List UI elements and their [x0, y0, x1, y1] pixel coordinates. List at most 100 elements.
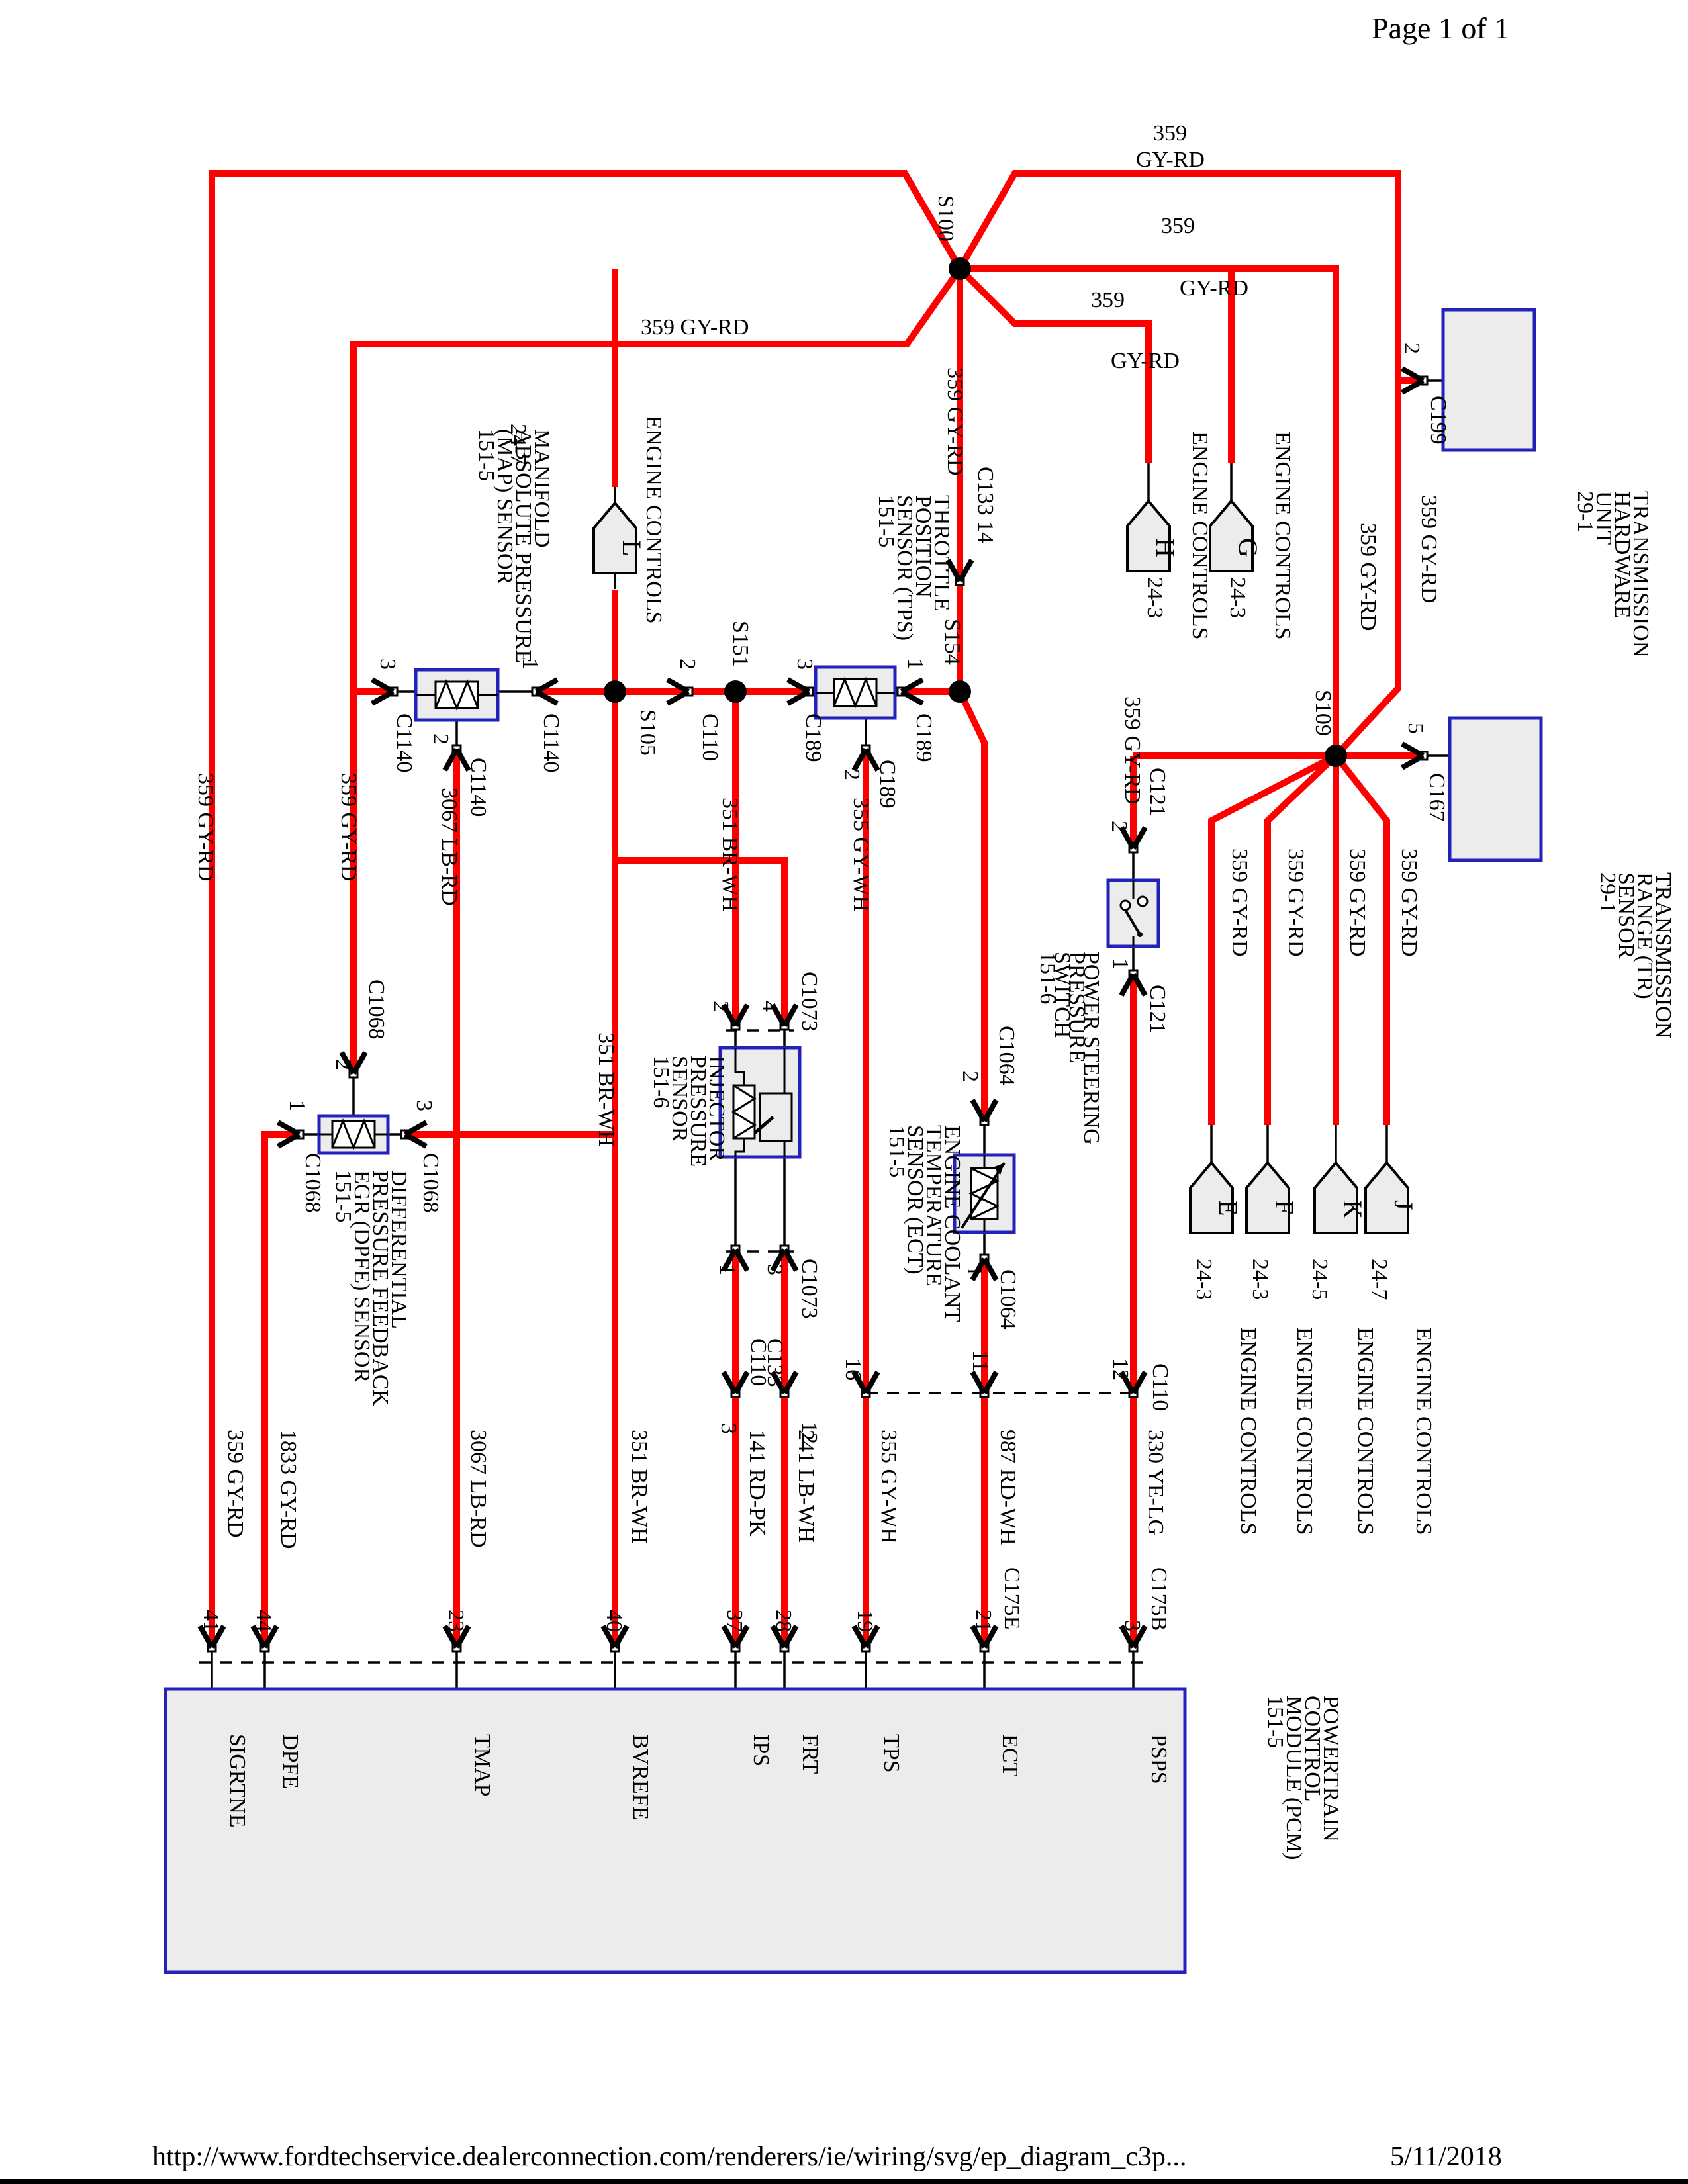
label-gy-rd: GY-RD [1180, 276, 1248, 300]
label-3: 3 [1120, 1620, 1145, 1631]
offpage-connector-letter: L [617, 540, 647, 556]
label-dpfe: DPFE [278, 1734, 303, 1789]
connector-arrow [851, 1371, 880, 1398]
label-151-5: 151-5 [474, 429, 498, 481]
connector-arrow-arm [600, 1625, 618, 1649]
footer-source-url[interactable]: http://www.fordtechservice.dealerconnect… [152, 2142, 1186, 2172]
label-c133-14: C133 14 [973, 467, 998, 543]
connector-arrow-arm [982, 1371, 999, 1394]
label-1: 1 [962, 1265, 987, 1277]
connector-arrow-arm [1131, 826, 1148, 850]
label-359-gy-rd: 359 GY-RD [193, 773, 218, 881]
label-transmission: TRANSMISSION [1651, 872, 1675, 1038]
connector-arrow-arm [970, 1257, 987, 1281]
connector-arrow-arm [770, 1625, 787, 1649]
connector-arrow [1119, 826, 1148, 854]
connector-arrow [770, 1244, 799, 1272]
connector-arrow-arm [1119, 1625, 1136, 1649]
label-sensor-ect-: SENSOR (ECT) [903, 1125, 927, 1275]
label-ips: IPS [749, 1734, 773, 1766]
label-151-6: 151-6 [1035, 952, 1060, 1004]
offpage-connector-E [1189, 1160, 1234, 1234]
connector-arrow-arm [770, 1003, 787, 1027]
connector-arrow-arm [454, 1625, 471, 1649]
label-s151: S151 [728, 621, 753, 667]
ips-inner-lead [734, 1048, 745, 1085]
label-2: 2 [708, 1001, 733, 1012]
label-s109: S109 [1311, 690, 1335, 736]
label-c1064: C1064 [996, 1269, 1020, 1330]
connector-arrow-arm [535, 689, 559, 706]
label-ect: ECT [998, 1734, 1022, 1776]
offpage-connector-H [1126, 498, 1171, 572]
connector-arrow-arm [1401, 378, 1425, 395]
label-c189: C189 [912, 713, 936, 762]
label-151-5: 151-5 [874, 495, 898, 547]
offpage-connector-letter: K [1338, 1200, 1368, 1219]
label-19: 19 [853, 1610, 877, 1632]
label-egr-dpfe-sensor: EGR (DPFE) SENSOR [350, 1170, 374, 1383]
label-s100: S100 [933, 195, 958, 242]
connector-arrow [896, 677, 924, 706]
connector-arrow [197, 1625, 226, 1653]
label-3: 3 [375, 659, 400, 670]
page-number-header: Page 1 of 1 [1372, 11, 1509, 45]
label-3067-lb-rd: 3067 LB-RD [437, 788, 461, 906]
label-c1140: C1140 [466, 758, 491, 817]
label-151-5: 151-5 [1263, 1696, 1288, 1748]
connector-arrow-arm [371, 677, 395, 694]
label-151-6: 151-6 [649, 1056, 673, 1108]
label-engine-controls: ENGINE CONTROLS [1188, 432, 1212, 639]
label-11: 11 [968, 1350, 992, 1372]
label-c189: C189 [801, 713, 825, 762]
label-24-3: 24-3 [1248, 1259, 1272, 1300]
label-engine-controls: ENGINE CONTROLS [1236, 1327, 1260, 1535]
wire-red [1333, 753, 1390, 1125]
connector-arrow-arm [404, 1120, 428, 1137]
connector-arrow-arm [782, 1248, 799, 1272]
connector-arrow-arm [733, 1625, 750, 1649]
connector-arrow-arm [371, 689, 395, 706]
label-241-lb-wh: 241 LB-WH [794, 1430, 818, 1543]
label-s154: S154 [940, 619, 964, 665]
label-switch: SWITCH [1050, 952, 1074, 1038]
label-359-gy-rd: 359 GY-RD [1120, 696, 1145, 804]
map-resistor-zigzag [434, 678, 479, 711]
label-sensor-tps-: SENSOR (TPS) [892, 495, 917, 641]
label-1: 1 [518, 659, 542, 670]
connector-arrow [1119, 1371, 1148, 1398]
connector-arrow-arm [1131, 1625, 1148, 1649]
wire-red [261, 1131, 299, 1647]
label-1: 1 [903, 659, 927, 670]
connector-arrow [250, 1625, 279, 1653]
tps-resistor-zigzag [833, 676, 878, 709]
label-c199: C199 [1426, 396, 1450, 445]
label-359: 359 [1153, 121, 1187, 146]
trans-hardware-box [1441, 308, 1536, 452]
connector-arrow-arm [262, 1625, 279, 1649]
connector-arrow [666, 677, 694, 706]
label-3: 3 [763, 1264, 787, 1275]
switch-pivot [1137, 932, 1143, 937]
wire-red [957, 266, 1152, 463]
label-hardware: HARDWARE [1610, 491, 1634, 619]
pcm-box [164, 1687, 1187, 1974]
wire-red [1264, 753, 1338, 1125]
label-c1068: C1068 [364, 979, 389, 1040]
label-359-gy-rd: 359 GY-RD [1356, 523, 1380, 631]
offpage-connector-letter: F [1270, 1200, 1299, 1214]
label-23: 23 [444, 1610, 468, 1632]
label-24-5: 24-5 [1307, 1259, 1332, 1300]
connector-arrow-arm [863, 748, 880, 772]
label-359-gy-rd: 359 GY-RD [1397, 848, 1421, 956]
connector-arrow-arm [782, 1371, 799, 1394]
label-987-rd-wh: 987 RD-WH [996, 1430, 1020, 1545]
connector-arrow-arm [863, 1625, 880, 1649]
connector-arrow-arm [851, 1625, 868, 1649]
connector-arrow-arm [197, 1625, 214, 1649]
label-engine-controls: ENGINE CONTROLS [1411, 1327, 1436, 1535]
offpage-connector-F [1245, 1160, 1290, 1234]
label-359: 359 [1161, 214, 1195, 238]
label-1833-gy-rd: 1833 GY-RD [276, 1430, 301, 1549]
